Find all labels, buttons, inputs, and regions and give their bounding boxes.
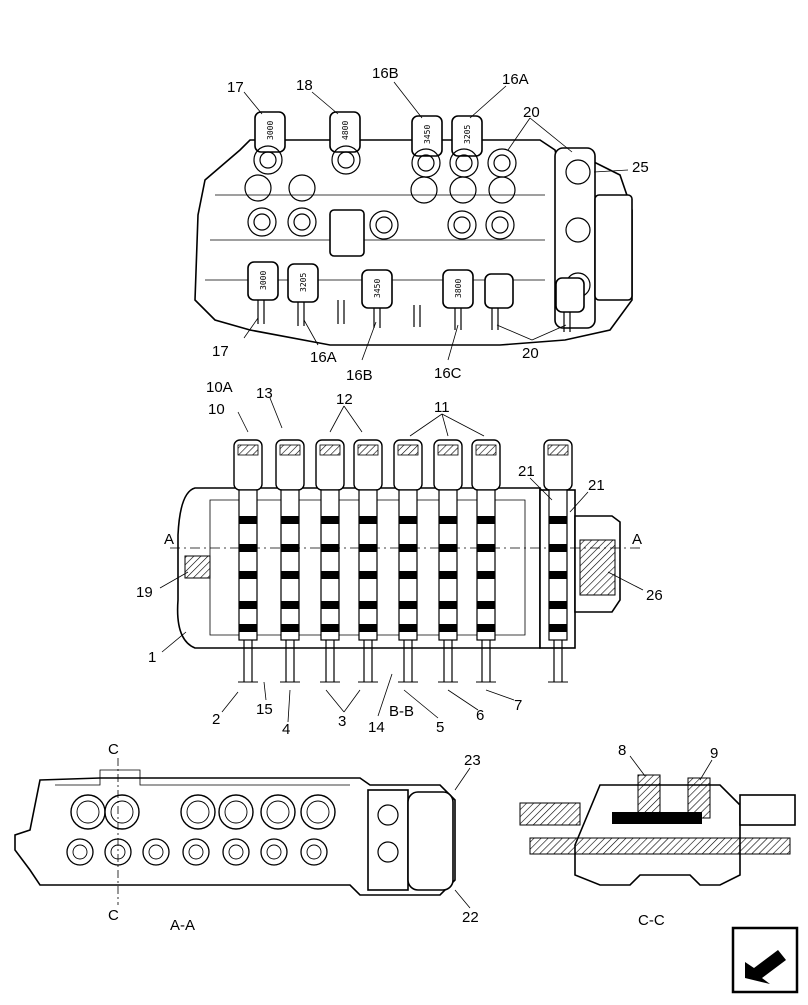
label-21-left: 21	[518, 463, 535, 480]
label-23: 23	[464, 752, 481, 769]
label-16A-bottom: 16A	[310, 349, 337, 366]
label-26: 26	[646, 587, 663, 604]
arrow-left-down-icon[interactable]	[731, 926, 799, 994]
spool	[471, 439, 501, 683]
port	[300, 794, 336, 830]
label-14: 14	[368, 719, 385, 736]
port	[70, 794, 106, 830]
label-20-bottom: 20	[522, 345, 539, 362]
label-8: 8	[618, 742, 626, 759]
label-12: 12	[336, 391, 353, 408]
spool	[353, 439, 383, 683]
spool	[543, 439, 573, 683]
label-A-left: A	[164, 531, 174, 548]
valve-section-view: 10A 10 13 12 11 21 21 A A 19 26 1 2 15 4…	[136, 379, 663, 738]
port	[104, 794, 140, 830]
label-3: 3	[338, 713, 346, 730]
valve-isometric-view: 3000 4800 3450 3205 3000 3205	[194, 65, 649, 384]
label-16B-bottom: 16B	[346, 367, 373, 384]
port	[182, 838, 210, 866]
label-A-right: A	[632, 531, 642, 548]
label-21-right: 21	[588, 477, 605, 494]
stamp-top-3450: 3450	[423, 125, 432, 144]
spool	[433, 439, 463, 683]
relief-cartridge-top-3	[411, 115, 443, 157]
label-20-top: 20	[523, 104, 540, 121]
label-17-bottom: 17	[212, 343, 229, 360]
label-10: 10	[208, 401, 225, 418]
spool	[275, 439, 305, 683]
stamp-top-3000: 3000	[266, 121, 275, 140]
stamp-bottom-3205: 3205	[299, 273, 308, 292]
stamp-bottom-3450: 3450	[373, 279, 382, 298]
label-C-top: C	[108, 741, 119, 758]
relief-cartridge-bottom-4	[442, 269, 474, 309]
relief-cartridge-bottom-3	[361, 269, 393, 309]
label-16B-top: 16B	[372, 65, 399, 82]
label-16C: 16C	[434, 365, 462, 382]
label-15: 15	[256, 701, 273, 718]
port	[180, 794, 216, 830]
label-10A: 10A	[206, 379, 233, 396]
label-5: 5	[436, 719, 444, 736]
label-22: 22	[462, 909, 479, 926]
port	[66, 838, 94, 866]
stamp-bottom-3800: 3800	[454, 279, 463, 298]
spool	[315, 439, 345, 683]
caption-a-a: A-A	[170, 917, 195, 934]
label-13: 13	[256, 385, 273, 402]
label-16A-top: 16A	[502, 71, 529, 88]
section-c-c-view: 8 9 C-C	[519, 742, 796, 929]
label-2: 2	[212, 711, 220, 728]
label-17-top: 17	[227, 79, 244, 96]
port	[260, 838, 288, 866]
stamp-top-3205: 3205	[463, 125, 472, 144]
label-B-B: B-B	[389, 703, 414, 720]
stamp-top-4800: 4800	[341, 121, 350, 140]
label-4: 4	[282, 721, 290, 738]
label-19: 19	[136, 584, 153, 601]
relief-cartridge-bottom-2	[287, 263, 319, 303]
label-25: 25	[632, 159, 649, 176]
port	[300, 838, 328, 866]
label-C-bottom: C	[108, 907, 119, 924]
label-18: 18	[296, 77, 313, 94]
relief-cartridge-bottom-1	[247, 261, 279, 301]
caption-c-c: C-C	[638, 912, 665, 929]
port	[222, 838, 250, 866]
spool	[233, 439, 263, 683]
port	[260, 794, 296, 830]
port	[218, 794, 254, 830]
section-a-a-view: C C 23 22 A-A	[14, 741, 481, 934]
spool-group	[233, 439, 573, 683]
spool	[393, 439, 423, 683]
label-7: 7	[514, 697, 522, 714]
port	[142, 838, 170, 866]
label-1: 1	[148, 649, 156, 666]
label-6: 6	[476, 707, 484, 724]
label-11: 11	[434, 399, 450, 416]
stamp-bottom-3000: 3000	[259, 271, 268, 290]
label-9: 9	[710, 745, 718, 762]
